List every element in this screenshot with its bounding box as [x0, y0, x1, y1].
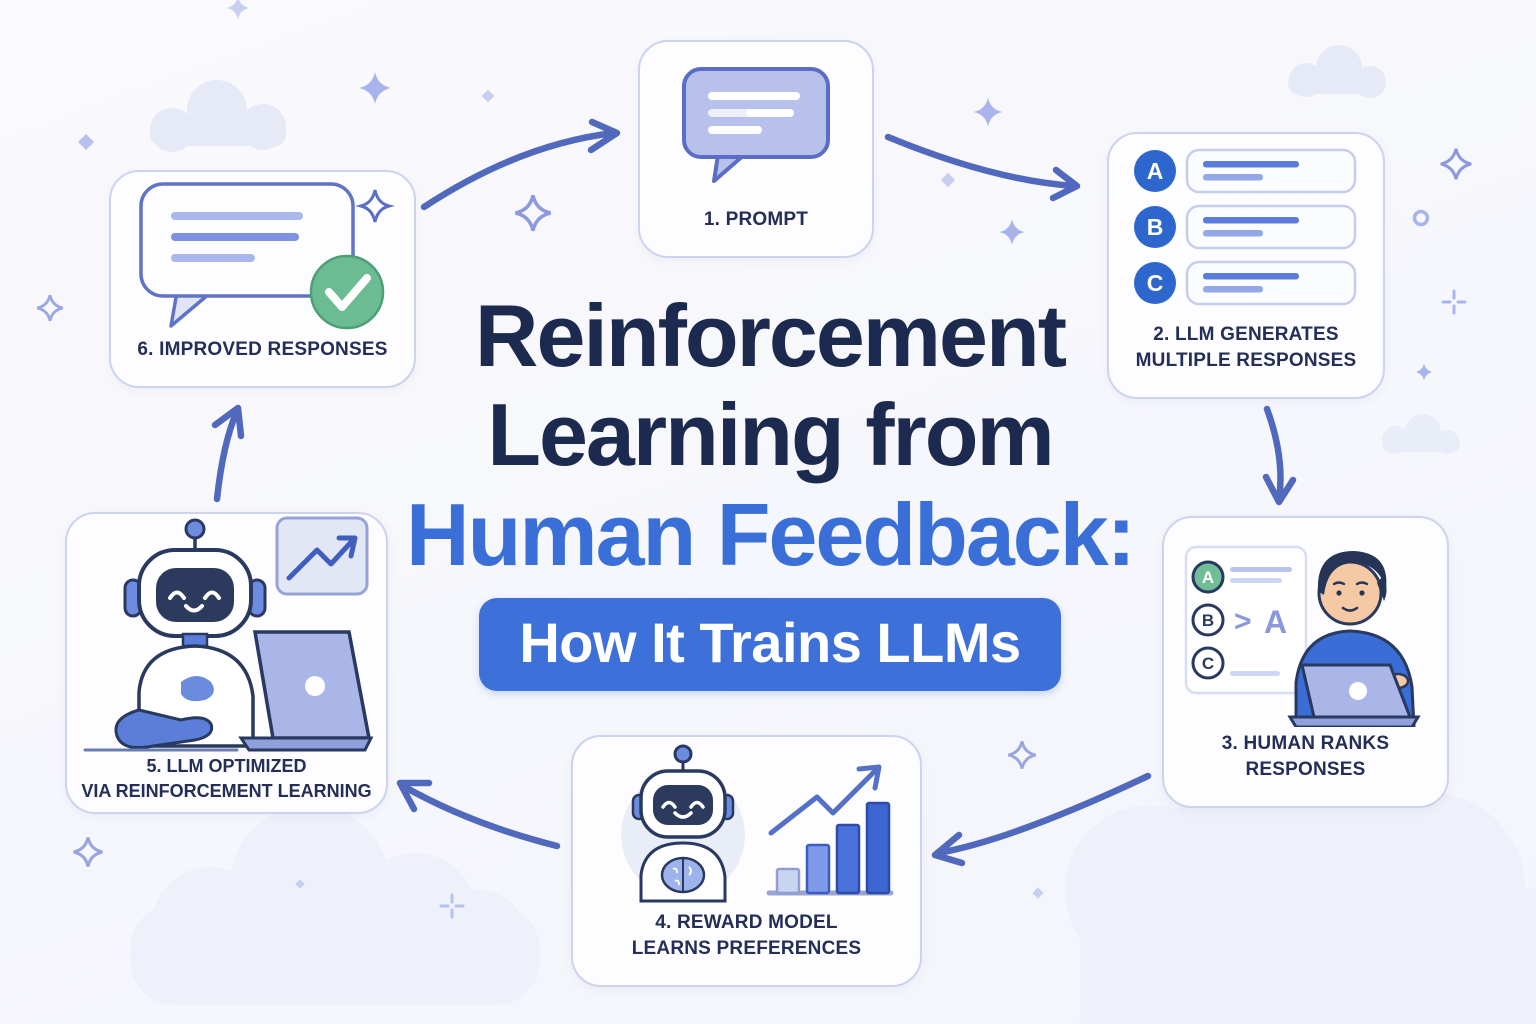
chat-bubble-with-check-icon [111, 172, 414, 337]
step-box-reward: 4. REWARD MODEL LEARNS PREFERENCES [571, 735, 922, 987]
arrow-improved-to-prompt [420, 118, 621, 211]
rank-letter-a: A [1201, 568, 1213, 587]
title-line-3: Human Feedback: [406, 484, 1136, 584]
step-box-rank: A B > A C [1162, 516, 1449, 808]
rank-letter-b: B [1201, 611, 1213, 630]
rank-comparison-letter: A [1264, 604, 1287, 640]
rank-letter-c: C [1201, 654, 1213, 673]
abc-response-list-icon: A B C [1109, 134, 1383, 322]
reward-robot [631, 744, 734, 903]
arrow-generate-to-rank [1262, 405, 1297, 506]
human-ranking-illustration: A B > A C [1164, 518, 1447, 731]
laptop [237, 630, 373, 752]
brain-icon [660, 857, 705, 894]
optimize-robot [114, 518, 266, 750]
arrow-optimize-to-improved [211, 404, 245, 503]
step-label-prompt: 1. PROMPT [703, 209, 809, 231]
cloud-right-middle [1382, 414, 1460, 454]
step-box-optimize: 5. LLM OPTIMIZED VIA REINFORCEMENT LEARN… [65, 512, 388, 814]
response-row-c: C [1134, 260, 1357, 306]
cloud-bottom-left [130, 805, 540, 1005]
response-letter-b: B [1147, 214, 1164, 240]
sparkle-icon [354, 189, 395, 223]
cloud-top-left [150, 80, 286, 152]
step-label-rank: 3. HUMAN RANKS RESPONSES [1221, 732, 1390, 781]
response-letter-a: A [1147, 158, 1164, 184]
laptop [1286, 663, 1421, 728]
title-badge: How It Trains LLMs [479, 598, 1061, 692]
ranking-card: A B > A C [1184, 546, 1307, 695]
chat-bubble-icon [640, 42, 872, 207]
step-box-improved: 6. IMPROVED RESPONSES [109, 170, 416, 388]
rank-comparison-symbol: > [1234, 605, 1252, 638]
arrow-reward-to-optimize [396, 779, 561, 850]
step-label-reward: 4. REWARD MODEL LEARNS PREFERENCES [631, 911, 862, 960]
rising-bar-chart-icon [766, 764, 893, 896]
step-label-improved: 6. IMPROVED RESPONSES [137, 339, 388, 361]
step-box-generate: A B C 2. LLM GENERATES MULTIPLE [1107, 132, 1385, 399]
title-line-1: Reinforcement [474, 286, 1067, 385]
step-label-generate: 2. LLM GENERATES MULTIPLE RESPONSES [1135, 323, 1357, 372]
response-row-b: B [1134, 204, 1357, 250]
chart-card-icon [275, 516, 368, 596]
step-label-optimize: 5. LLM OPTIMIZED VIA REINFORCEMENT LEARN… [81, 756, 372, 802]
arrow-rank-to-reward [931, 772, 1152, 867]
cloud-top-right [1288, 45, 1386, 98]
robot-at-laptop-illustration [67, 514, 386, 754]
title-line-2: Learning from [487, 385, 1055, 485]
title-block: Reinforcement Learning from Human Feedba… [368, 286, 1172, 692]
robot-and-bar-chart-icon [573, 737, 920, 910]
step-box-prompt: 1. PROMPT [638, 40, 874, 258]
response-row-a: A [1134, 148, 1357, 194]
arrow-prompt-to-generate [884, 133, 1081, 202]
check-circle-icon [309, 254, 384, 329]
response-letter-c: C [1147, 270, 1164, 296]
